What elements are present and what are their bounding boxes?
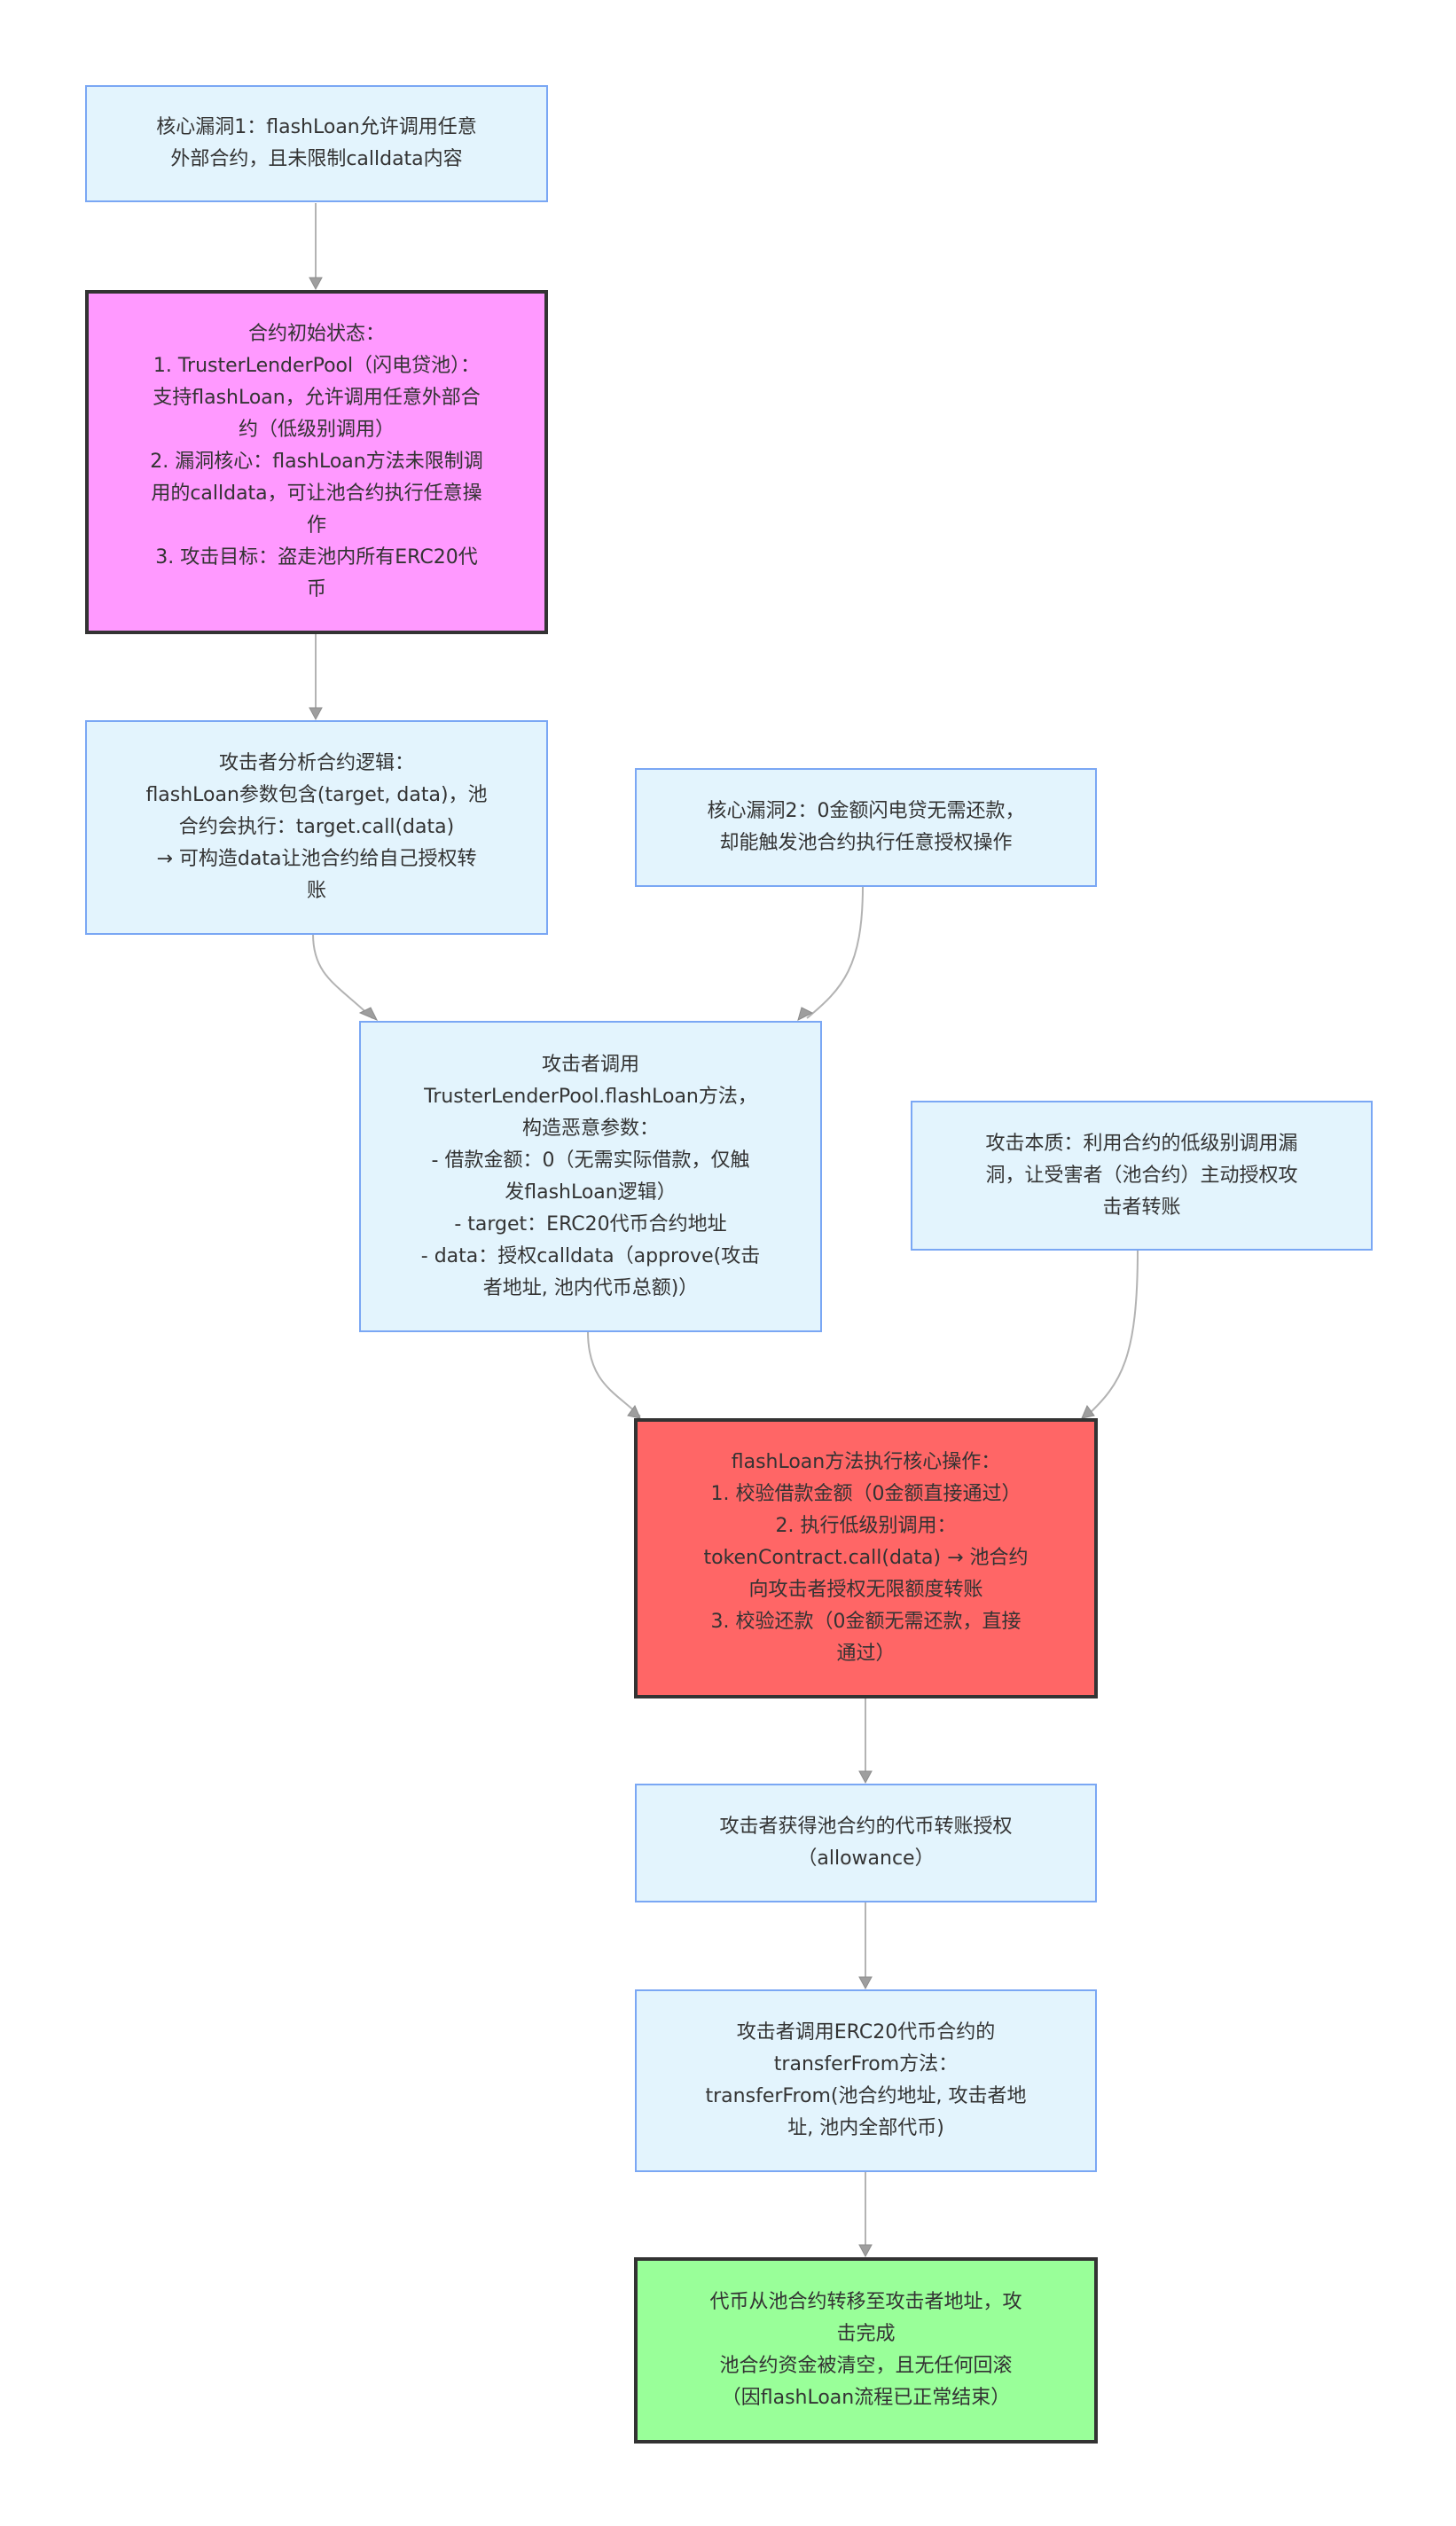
node-transfer-from: 攻击者调用ERC20代币合约的 transferFrom方法： transfer… (635, 1989, 1097, 2172)
node-allowance: 攻击者获得池合约的代币转账授权 （allowance） (635, 1784, 1097, 1902)
arrowhead-icon (627, 1404, 641, 1419)
node-core-op: flashLoan方法执行核心操作： 1. 校验借款金额（0金额直接通过） 2.… (634, 1418, 1098, 1698)
node-vuln2: 核心漏洞2：0金额闪电贷无需还款， 却能触发池合约执行任意授权操作 (635, 768, 1097, 887)
edge-essence-to-core-op (1085, 1249, 1139, 1417)
edge-vuln2-to-call-flashloan (806, 885, 864, 1019)
node-label: 代币从池合约转移至攻击者地址，攻 击完成 池合约资金被清空，且无任何回滚 （因f… (709, 2291, 1022, 2409)
node-analyze: 攻击者分析合约逻辑： flashLoan参数包含(target, data)，池… (85, 720, 548, 935)
node-label: 攻击者调用 TrusterLenderPool.flashLoan方法， 构造恶… (420, 1053, 761, 1299)
node-call-flashloan: 攻击者调用 TrusterLenderPool.flashLoan方法， 构造恶… (359, 1021, 822, 1332)
arrowhead-icon (358, 1007, 379, 1021)
arrowhead-icon (309, 707, 323, 721)
node-result: 代币从池合约转移至攻击者地址，攻 击完成 池合约资金被清空，且无任何回滚 （因f… (634, 2257, 1098, 2444)
node-essence: 攻击本质：利用合约的低级别调用漏 洞，让受害者（池合约）主动授权攻 击者转账 (911, 1101, 1373, 1251)
arrowhead-icon (858, 1976, 873, 1990)
arrowhead-icon (309, 277, 323, 291)
node-label: 合约初始状态： 1. TrusterLenderPool（闪电贷池）： 支持fl… (150, 323, 483, 600)
arrowhead-icon (858, 1770, 873, 1785)
arrowhead-icon (858, 2244, 873, 2258)
arrowhead-icon (797, 1007, 814, 1021)
node-initial-state: 合约初始状态： 1. TrusterLenderPool（闪电贷池）： 支持fl… (85, 290, 548, 634)
node-label: 攻击者调用ERC20代币合约的 transferFrom方法： transfer… (705, 2021, 1027, 2139)
node-label: 攻击本质：利用合约的低级别调用漏 洞，让受害者（池合约）主动授权攻 击者转账 (985, 1132, 1298, 1219)
node-vuln1: 核心漏洞1：flashLoan允许调用任意 外部合约，且未限制calldata内… (85, 85, 548, 202)
edge-call-flashloan-to-core-op (587, 1330, 641, 1417)
node-label: 攻击者分析合约逻辑： flashLoan参数包含(target, data)，池… (145, 752, 488, 902)
node-label: 核心漏洞1：flashLoan允许调用任意 外部合约，且未限制calldata内… (156, 116, 477, 170)
node-label: 攻击者获得池合约的代币转账授权 （allowance） (719, 1816, 1013, 1870)
node-label: flashLoan方法执行核心操作： 1. 校验借款金额（0金额直接通过） 2.… (703, 1451, 1029, 1665)
edge-analyze-to-call-flashloan (312, 933, 373, 1019)
arrowhead-icon (1081, 1404, 1095, 1419)
node-label: 核心漏洞2：0金额闪电贷无需还款， 却能触发池合约执行任意授权操作 (707, 800, 1025, 854)
